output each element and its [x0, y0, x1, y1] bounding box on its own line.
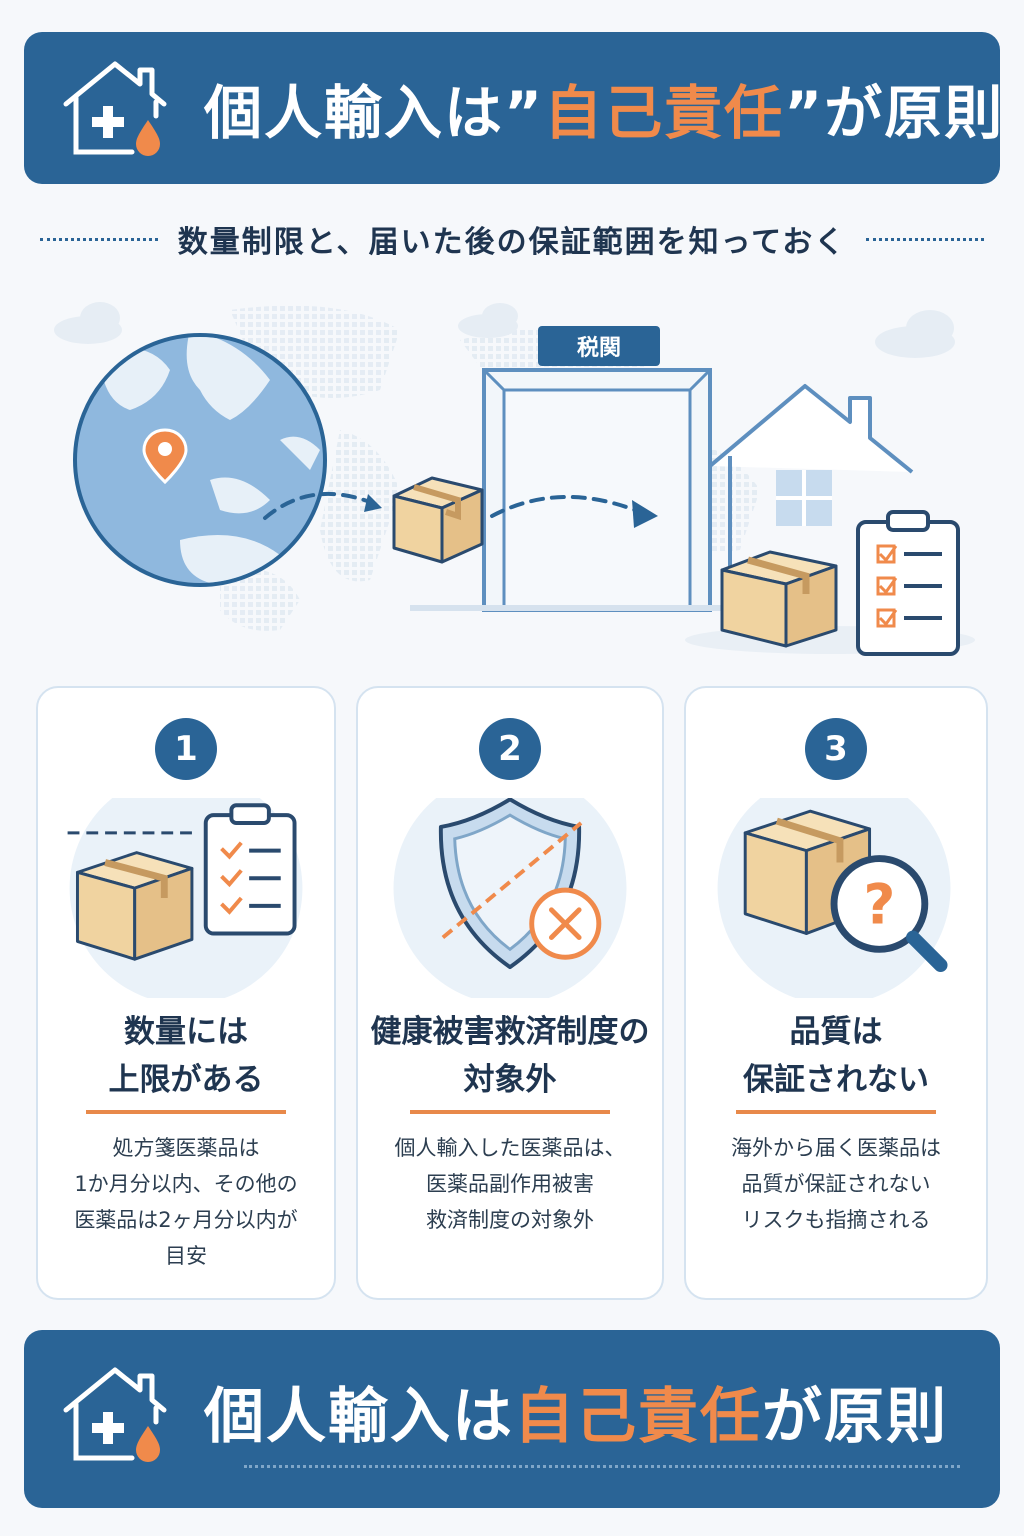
card-title-line: 品質は [789, 1014, 883, 1050]
cross-mark-icon [529, 887, 602, 960]
card-body-line: 医薬品副作用被害 [426, 1172, 594, 1196]
card-title: 健康被害救済制度の 対象外 [358, 1008, 662, 1104]
globe-icon [73, 333, 327, 587]
shipping-arrow-icon [263, 491, 382, 520]
customs-label: 税関 [577, 335, 621, 361]
card-body-line: リスクも指摘される [741, 1208, 931, 1232]
card-body-line: 品質が保証されない [741, 1172, 931, 1196]
import-flow-illustration: 税関 [54, 302, 975, 656]
checklist-clipboard-icon [203, 803, 297, 936]
card-number-badge: 3 [805, 718, 867, 780]
card-title-line: 保証されない [743, 1062, 929, 1098]
card-title-line: 上限がある [108, 1062, 264, 1098]
footer-title-part2: が原則 [762, 1381, 948, 1452]
subtitle-dots-right [866, 237, 984, 241]
customs-gate-icon [410, 326, 760, 612]
header-banner: 個人輸入は”自己責任”が原則 [24, 32, 1002, 184]
header-title-part2: ”が原則 [784, 79, 1005, 147]
delivery-arrow-icon [490, 494, 658, 528]
card-body-line: 医薬品は2ヶ月分以内が [74, 1208, 298, 1232]
card-divider [86, 1110, 286, 1114]
card-body: 海外から届く医薬品は 品質が保証されない リスクも指摘される [696, 1130, 976, 1238]
card-title: 品質は 保証されない [686, 1008, 986, 1104]
package-box-icon [75, 851, 194, 961]
footer-title-part1: 個人輸入は [204, 1381, 514, 1452]
card-title-line: 対象外 [463, 1062, 557, 1098]
card-divider [410, 1110, 610, 1114]
footer-title: 個人輸入は自己責任が原則 [204, 1368, 948, 1455]
card-title-line: 数量には [124, 1014, 248, 1050]
package-box-icon [392, 476, 484, 564]
subtitle-dots-left [40, 237, 158, 241]
magnifier-question-icon: ? [830, 855, 948, 973]
card-body-line: 救済制度の対象外 [426, 1208, 594, 1232]
house-medical-icon [63, 1367, 167, 1462]
delivered-box-icon [720, 550, 838, 648]
header-title-accent: 自己責任 [544, 79, 785, 147]
cloud-icon [54, 302, 955, 358]
card-1-visual [67, 798, 303, 998]
subtitle-row: 数量制限と、届いた後の保証範囲を知っておく [20, 214, 1004, 264]
footer-banner: 個人輸入は自己責任が原則 [24, 1330, 1000, 1508]
svg-text:?: ? [863, 874, 895, 938]
card-2-visual [393, 798, 627, 998]
header-title-part1: 個人輸入は” [204, 79, 545, 147]
footer-dots [244, 1465, 960, 1468]
subtitle: 数量制限と、届いた後の保証範囲を知っておく [177, 225, 847, 260]
card-3-visual: ? [717, 798, 951, 998]
card-quantity-limit: 1 数量には 上限がある 処方箋医薬品は 1か月分以内、その他の 医薬品は2ヶ月… [36, 686, 336, 1300]
checklist-clipboard-icon [856, 510, 960, 656]
footer-title-accent: 自己責任 [514, 1381, 762, 1452]
house-medical-icon [63, 61, 167, 156]
card-relief-system-excluded: 2 健康被害救済制度の 対象外 個人輸入した医薬品は、 医薬品副作用被害 救済制… [356, 686, 664, 1300]
card-body-line: 目安 [165, 1244, 207, 1268]
card-number-badge: 2 [479, 718, 541, 780]
header-title: 個人輸入は”自己責任”が原則 [204, 66, 1004, 150]
card-divider [736, 1110, 936, 1114]
card-body-line: 海外から届く医薬品は [731, 1136, 941, 1160]
card-body-line: 処方箋医薬品は [112, 1136, 260, 1160]
card-number-badge: 1 [155, 718, 217, 780]
card-body: 個人輸入した医薬品は、 医薬品副作用被害 救済制度の対象外 [368, 1130, 652, 1238]
card-title-line: 健康被害救済制度の [370, 1014, 650, 1050]
card-body-line: 1か月分以内、その他の [74, 1172, 298, 1196]
card-quality-not-guaranteed: 3 ? 品質は 保証されない 海外から届く医薬品は 品質が保証されない リスクも… [684, 686, 988, 1300]
card-body: 処方箋医薬品は 1か月分以内、その他の 医薬品は2ヶ月分以内が 目安 [48, 1130, 324, 1274]
card-body-line: 個人輸入した医薬品は、 [394, 1136, 626, 1160]
card-title: 数量には 上限がある [38, 1008, 334, 1104]
